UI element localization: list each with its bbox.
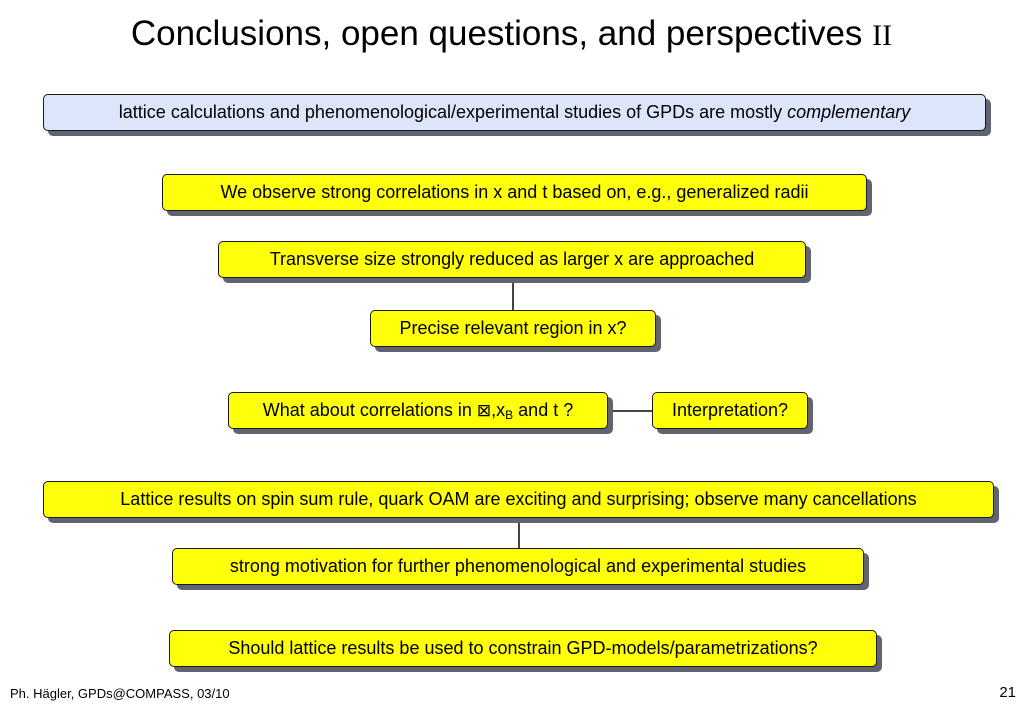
what-about-prefix: What about correlations in <box>262 400 477 420</box>
interpretation-text: Interpretation? <box>671 400 789 420</box>
slide-title: Conclusions, open questions, and perspec… <box>0 12 1023 58</box>
footer-author: Ph. Hägler, GPDs@COMPASS, 03/10 <box>10 686 230 701</box>
precise-box: Precise relevant region in x? <box>370 310 656 347</box>
transverse-box: Transverse size strongly reduced as larg… <box>218 241 806 278</box>
connector-lattice-motivation <box>518 518 520 549</box>
what-about-box: What about correlations in ⊠,xB and t ? <box>228 392 608 429</box>
motivation-box: strong motivation for further phenomenol… <box>172 548 864 585</box>
lattice-spin-box: Lattice results on spin sum rule, quark … <box>43 481 994 518</box>
page-number: 21 <box>999 684 1016 701</box>
should-text: Should lattice results be used to constr… <box>228 638 818 658</box>
slide-title-text: Conclusions, open questions, and perspec… <box>130 14 863 53</box>
complementary-text: lattice calculations and phenomenologica… <box>118 102 788 122</box>
what-about-suffix: and t ? <box>513 400 574 420</box>
correlations-box: We observe strong correlations in x and … <box>162 174 867 211</box>
box-symbol: ⊠ <box>476 401 492 421</box>
correlations-text: We observe strong correlations in x and … <box>220 182 809 202</box>
transverse-text: Transverse size strongly reduced as larg… <box>269 249 755 269</box>
should-box: Should lattice results be used to constr… <box>169 630 877 667</box>
connector-whatabout-interpretation <box>607 410 653 412</box>
what-about-subscript: B <box>505 408 514 422</box>
slide-title-numeral: II <box>872 19 893 52</box>
motivation-text: strong motivation for further phenomenol… <box>229 556 807 576</box>
complementary-box: lattice calculations and phenomenologica… <box>43 94 986 131</box>
what-about-mid: ,x <box>491 400 506 420</box>
complementary-emphasis: complementary <box>787 102 911 122</box>
connector-transverse-precise <box>512 278 514 311</box>
lattice-spin-text: Lattice results on spin sum rule, quark … <box>120 489 917 509</box>
precise-text: Precise relevant region in x? <box>399 318 627 338</box>
interpretation-box: Interpretation? <box>652 392 808 429</box>
